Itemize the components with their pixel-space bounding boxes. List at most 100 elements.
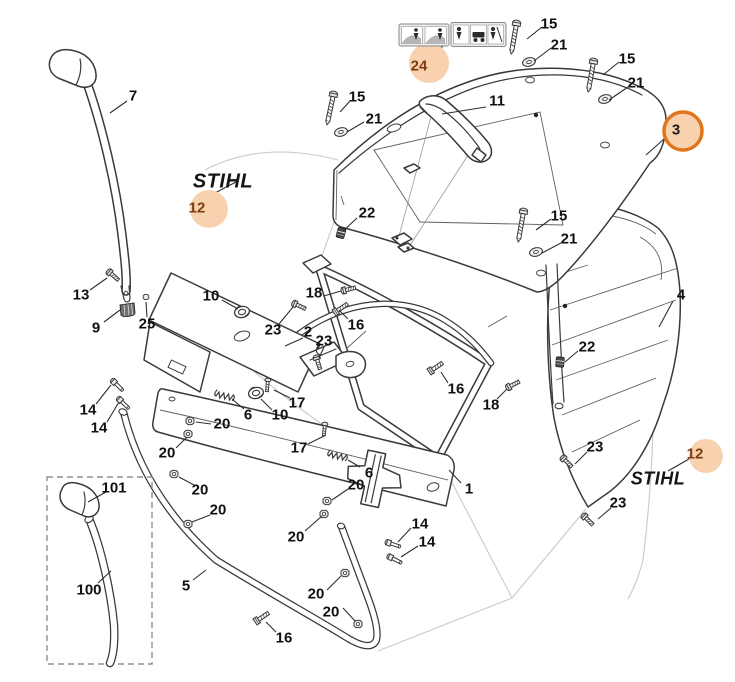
- leader-line: [602, 61, 620, 76]
- part-lid-handle: [391, 95, 493, 253]
- part-number-label: 17: [288, 394, 306, 412]
- leader-line: [326, 575, 342, 591]
- leader-line: [574, 451, 588, 465]
- part-number-label: 20: [209, 501, 227, 519]
- leader-line: [307, 435, 325, 445]
- part-number-label: 100: [76, 581, 102, 599]
- leader-line: [597, 507, 612, 520]
- leader-line: [533, 47, 552, 62]
- leader-line: [658, 300, 674, 328]
- part-badge-number[interactable]: 24: [410, 57, 428, 75]
- leader-line: [191, 514, 211, 523]
- leader-line: [342, 607, 356, 622]
- leader-line: [535, 218, 552, 231]
- part-number-label: 7: [128, 87, 138, 105]
- part-number-label: 20: [287, 528, 305, 546]
- part-number-label: 13: [72, 286, 90, 304]
- part-number-label: 16: [275, 629, 293, 647]
- leader-line: [347, 459, 361, 468]
- leader-line: [95, 384, 112, 405]
- part-number-label: 21: [550, 36, 568, 54]
- leader-line: [448, 469, 462, 484]
- leader-line: [496, 388, 508, 400]
- part-number-label: 20: [307, 585, 325, 603]
- part-number-label: 15: [348, 88, 366, 106]
- leader-line: [284, 337, 304, 347]
- part-bag-rail: [545, 263, 565, 410]
- leader-line: [97, 570, 112, 584]
- part-number-label: 15: [540, 15, 558, 33]
- leader-line: [273, 389, 291, 399]
- part-handle-tube: [48, 48, 131, 303]
- part-number-label: 22: [358, 204, 376, 222]
- part-frame-loop: [277, 254, 508, 463]
- part-number-label: 15: [550, 207, 568, 225]
- part-number-label: 15: [618, 50, 636, 68]
- part-number-label: 20: [213, 415, 231, 433]
- part-badge-circle[interactable]: [689, 439, 723, 473]
- leader-line: [106, 401, 120, 423]
- leader-line: [645, 138, 665, 156]
- stihl-logo: STIHL: [630, 468, 686, 489]
- part-number-label: 14: [418, 533, 436, 551]
- leader-line: [331, 488, 349, 501]
- leader-line: [526, 26, 543, 40]
- part-number-label: 5: [181, 577, 191, 595]
- leader-line: [109, 100, 128, 114]
- part-grommet-9: [119, 302, 136, 317]
- part-number-label: 20: [322, 603, 340, 621]
- part-number-label: 1: [464, 480, 474, 498]
- leader-line: [103, 309, 121, 323]
- part-number-label: 21: [627, 74, 645, 92]
- leader-line: [192, 569, 207, 581]
- part-number-label: 16: [447, 380, 465, 398]
- part-number-label: 4: [676, 286, 686, 304]
- stihl-logo: STIHL: [192, 170, 254, 193]
- leader-line: [265, 621, 277, 633]
- part-number-label: 20: [158, 444, 176, 462]
- leader-line: [441, 106, 487, 115]
- leader-line: [195, 421, 212, 425]
- part-number-label: 101: [101, 479, 127, 497]
- leader-lines: [87, 26, 690, 633]
- part-number-label: 18: [305, 284, 323, 302]
- part-number-label: 17: [290, 439, 308, 457]
- part-number-label: 11: [489, 92, 505, 110]
- part-badge-number[interactable]: 12: [686, 445, 704, 463]
- part-number-label: 20: [191, 481, 209, 499]
- leader-line: [145, 301, 148, 318]
- safety-decal-strip: [398, 22, 507, 47]
- accessory-box: [46, 476, 153, 668]
- part-number-label: 14: [411, 515, 429, 533]
- leader-line: [323, 290, 342, 297]
- leader-line: [278, 306, 294, 325]
- leader-line: [260, 398, 273, 411]
- leader-line: [87, 491, 107, 503]
- leader-line: [221, 299, 239, 310]
- part-badge-circle[interactable]: [190, 190, 228, 228]
- part-number-label: 22: [578, 338, 596, 356]
- part-badge-circle[interactable]: [409, 43, 449, 83]
- leader-line: [318, 346, 325, 359]
- leader-line: [400, 545, 419, 558]
- leader-line: [397, 527, 412, 543]
- part-badge-number[interactable]: 12: [188, 199, 206, 217]
- leader-line: [541, 242, 562, 254]
- part-badge-number[interactable]: 3: [671, 121, 681, 139]
- leader-line: [440, 371, 449, 384]
- leader-line: [342, 217, 358, 232]
- bracket-cluster: [299, 341, 402, 509]
- part-number-label: 10: [271, 406, 289, 424]
- leader-line: [231, 398, 245, 410]
- part-number-label: 9: [91, 319, 101, 337]
- part-badge-circle[interactable]: [662, 110, 704, 152]
- part-number-label: 23: [609, 494, 627, 512]
- part-number-label: 16: [347, 316, 365, 334]
- part-number-label: 14: [79, 401, 97, 419]
- leader-line: [667, 458, 690, 472]
- leader-line: [346, 121, 365, 133]
- leader-line: [304, 515, 323, 532]
- leader-line: [89, 277, 108, 291]
